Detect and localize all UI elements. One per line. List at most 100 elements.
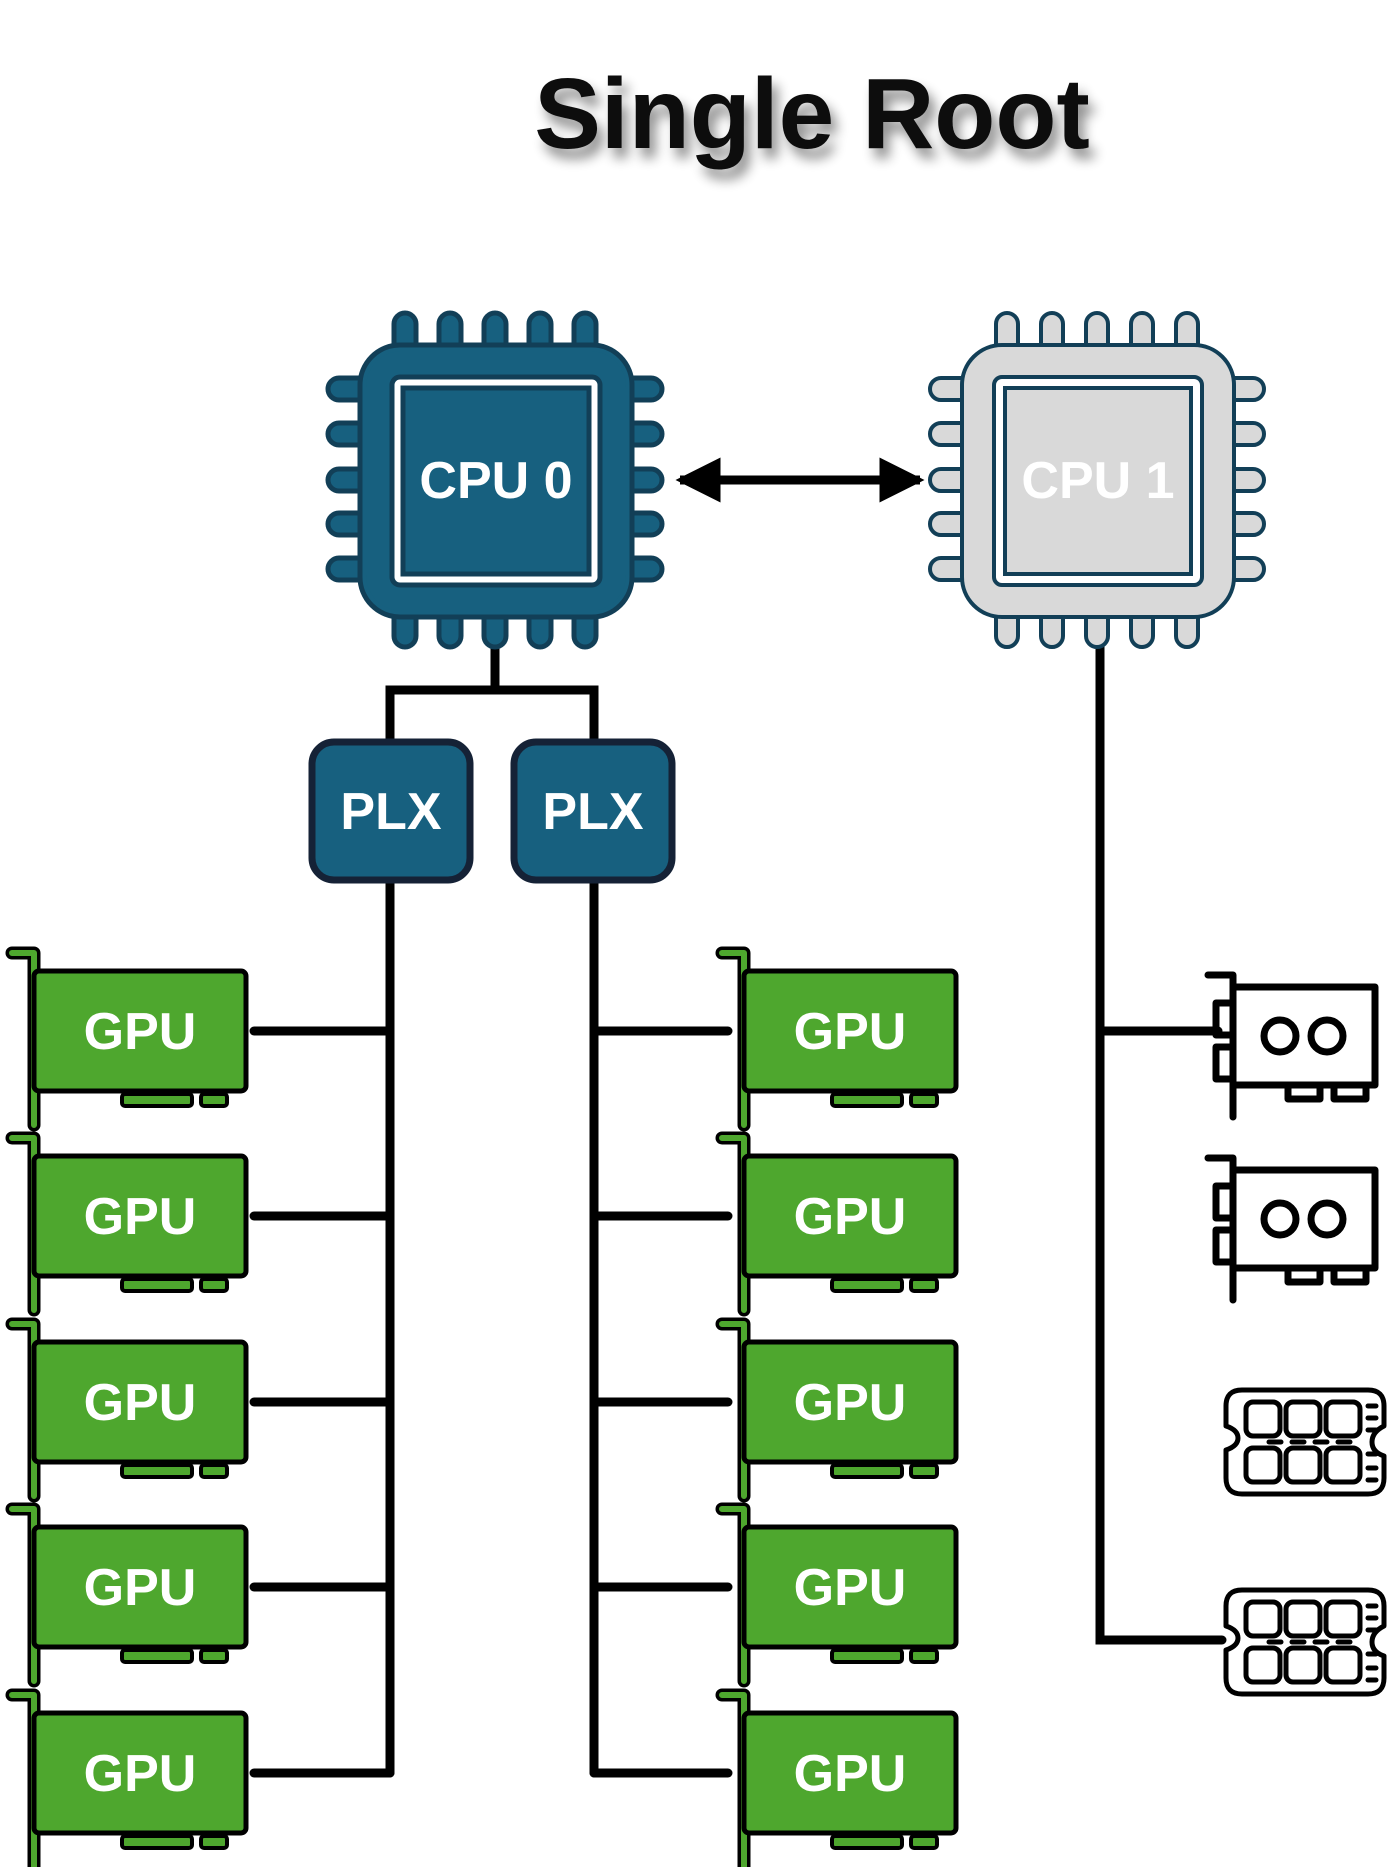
- cpu-1-chip: [928, 311, 1266, 649]
- gpu-label: GPU: [794, 1003, 907, 1061]
- cpu0-to-plx-wire: [385, 635, 599, 747]
- gpu-label: GPU: [794, 1559, 907, 1617]
- gpu-connector: [120, 1277, 194, 1293]
- gpu-body: [31, 1153, 249, 1279]
- ssd-chip: [1323, 1599, 1363, 1639]
- gpu-connector: [199, 1277, 229, 1293]
- gpu-label: GPU: [84, 1003, 197, 1061]
- cpu-die: [1003, 386, 1193, 576]
- plx-body: [308, 738, 474, 884]
- gpu-label: GPU: [84, 1559, 197, 1617]
- gpu-connector: [199, 1463, 229, 1479]
- ssd-chip: [1323, 1445, 1363, 1485]
- connection-wires: [249, 635, 1227, 1778]
- ssd-chip: [1243, 1599, 1283, 1639]
- cpu-1-label: CPU 1: [1021, 452, 1174, 510]
- gpu-connector: [830, 1834, 904, 1850]
- cpu1-bus-wire: [1095, 635, 1227, 1645]
- ssd-chip: [1283, 1645, 1323, 1685]
- plx-label: PLX: [340, 783, 441, 841]
- gpu-connector: [830, 1092, 904, 1108]
- gpu-bracket: [715, 1502, 751, 1688]
- gpu-body: [741, 1524, 959, 1650]
- nic-pin: [1284, 1264, 1324, 1286]
- gpu-body: [741, 1153, 959, 1279]
- gpu-body: [31, 1710, 249, 1836]
- gpu-card: GPU: [5, 1317, 249, 1503]
- gpu-connector: [199, 1834, 229, 1850]
- gpu-bracket: [715, 1131, 751, 1317]
- gpu-connector: [830, 1648, 904, 1664]
- ssd-icon: [1223, 1587, 1387, 1697]
- gpu-column-right: GPU GPU GPU GPU GPU: [715, 946, 959, 1867]
- gpu-bracket: [5, 1502, 41, 1688]
- gpu-card: GPU: [715, 1688, 959, 1867]
- ssd-chip: [1243, 1399, 1283, 1439]
- ssd-chip: [1283, 1399, 1323, 1439]
- nic-circle: [1260, 1016, 1300, 1056]
- gpu-connector: [120, 1648, 194, 1664]
- gpu-card: GPU: [5, 1688, 249, 1867]
- gpu-connector: [909, 1277, 939, 1293]
- gpu-bracket: [5, 1131, 41, 1317]
- gpu-card: GPU: [715, 1502, 959, 1688]
- gpu-body: [31, 968, 249, 1094]
- gpu-bracket: [715, 946, 751, 1132]
- gpu-body: [741, 968, 959, 1094]
- gpu-body: [31, 1339, 249, 1465]
- gpu-label: GPU: [84, 1188, 197, 1246]
- nic-board: [1229, 983, 1379, 1089]
- plx-switch: PLX: [308, 738, 474, 884]
- ssd-chip: [1323, 1645, 1363, 1685]
- cpu-1-devices: [1204, 971, 1387, 1697]
- cpu-0-chip: [325, 310, 665, 650]
- nic-board: [1229, 1166, 1379, 1272]
- gpu-connector: [830, 1463, 904, 1479]
- gpu-connector: [909, 1834, 939, 1850]
- gpu-body: [31, 1524, 249, 1650]
- nic-circle: [1307, 1199, 1347, 1239]
- ssd-icon: [1223, 1387, 1387, 1497]
- gpu-label: GPU: [794, 1188, 907, 1246]
- ssd-chip: [1243, 1645, 1283, 1685]
- gpu-label: GPU: [794, 1374, 907, 1432]
- gpu-connector: [199, 1092, 229, 1108]
- gpu-card: GPU: [715, 946, 959, 1132]
- gpu-connector: [120, 1463, 194, 1479]
- gpu-connector: [909, 1092, 939, 1108]
- plx-switch: PLX: [510, 738, 676, 884]
- gpu-connector: [909, 1648, 939, 1664]
- cpu-0-label: CPU 0: [419, 452, 572, 510]
- nic-circle: [1307, 1016, 1347, 1056]
- gpu-connector: [909, 1463, 939, 1479]
- cpu-die: [400, 385, 592, 577]
- gpu-connector: [830, 1277, 904, 1293]
- nic-pin: [1330, 1081, 1370, 1103]
- gpu-card: GPU: [5, 1502, 249, 1688]
- gpu-card: GPU: [5, 946, 249, 1132]
- ssd-chip: [1283, 1599, 1323, 1639]
- nic-circle: [1260, 1199, 1300, 1239]
- nic-pin: [1284, 1081, 1324, 1103]
- gpu-label: GPU: [794, 1745, 907, 1803]
- gpu-bracket: [5, 1317, 41, 1503]
- gpu-body: [741, 1710, 959, 1836]
- gpu-card: GPU: [715, 1131, 959, 1317]
- ssd-chip: [1323, 1399, 1363, 1439]
- gpu-label: GPU: [84, 1745, 197, 1803]
- plx-label: PLX: [542, 783, 643, 841]
- gpu-connector: [199, 1648, 229, 1664]
- nic-pin: [1330, 1264, 1370, 1286]
- gpu-body: [741, 1339, 959, 1465]
- gpu-card: GPU: [715, 1317, 959, 1503]
- gpu-label: GPU: [84, 1374, 197, 1432]
- gpu-connector: [120, 1834, 194, 1850]
- diagram-title: Single Root: [534, 58, 1090, 170]
- ssd-body: [1223, 1587, 1387, 1697]
- gpu-connector: [120, 1092, 194, 1108]
- gpu-card: GPU: [5, 1131, 249, 1317]
- ssd-body: [1223, 1387, 1387, 1497]
- gpu-bracket: [715, 1317, 751, 1503]
- gpu-column-left: GPU GPU GPU GPU GPU: [5, 946, 249, 1867]
